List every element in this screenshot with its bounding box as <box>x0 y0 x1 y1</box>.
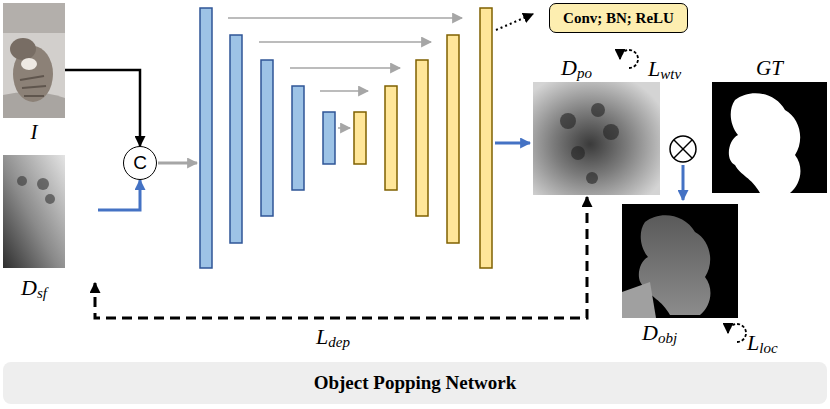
object-depth-image: Dobj <box>622 204 738 352</box>
encoder-layer <box>323 112 335 164</box>
loss-label: Lloc <box>747 330 778 361</box>
node-label: I <box>3 119 65 145</box>
multiply-symbol <box>674 140 692 158</box>
mask <box>729 93 801 193</box>
depth-map <box>3 155 65 268</box>
depth-map <box>586 172 598 184</box>
loss-label: Ldep <box>313 324 353 355</box>
photo-cat <box>20 76 44 80</box>
photo <box>3 3 65 118</box>
node-label: GT <box>712 55 827 81</box>
flow-arrow <box>495 142 530 145</box>
depth-map <box>17 176 27 186</box>
callout-arrow <box>496 14 533 30</box>
decoder-layer <box>447 35 459 243</box>
photo-cat <box>24 95 44 97</box>
decoder-layer <box>480 8 492 268</box>
encoder-layer <box>230 35 242 243</box>
photo-cat <box>10 38 36 60</box>
photo-sofa <box>3 92 65 118</box>
depth-map <box>37 178 49 190</box>
depth-map <box>560 113 576 129</box>
encoder-layer <box>261 60 273 216</box>
multiply-symbol <box>670 136 696 162</box>
depth-map <box>571 146 585 160</box>
skip-arrow <box>228 17 462 19</box>
callout-box: Conv; BN; ReLU <box>549 3 688 33</box>
ground-truth-mask: GT <box>712 55 827 193</box>
output-depth-image: Dpo <box>533 55 660 197</box>
depth-image: Dsf <box>3 155 98 283</box>
node-label: Dobj <box>642 320 738 351</box>
skip-arrow <box>320 90 368 92</box>
network-title: Object Popping Network <box>314 371 517 395</box>
decoder-layer <box>354 112 366 164</box>
decoder-layer <box>416 60 428 216</box>
loss-label: Lwtv <box>648 56 681 87</box>
flow-arrow <box>158 162 197 165</box>
node-label: Dsf <box>21 275 98 306</box>
title-band: Object Popping Network <box>3 362 827 404</box>
input-image: I <box>3 3 65 149</box>
mask <box>712 82 827 193</box>
depth-map <box>533 82 660 195</box>
node-label: C <box>133 152 147 174</box>
flow-arrow <box>682 165 685 200</box>
decoder-layer <box>385 86 397 190</box>
multiply-symbol <box>674 140 692 158</box>
skip-arrow <box>290 67 400 69</box>
depth-map <box>622 282 656 318</box>
depth-map <box>603 124 619 140</box>
node-label: Conv; BN; ReLU <box>563 9 674 27</box>
depth-map <box>591 103 605 117</box>
concat-circle: C <box>123 146 157 180</box>
encoder-layer <box>200 8 212 268</box>
photo-sofa <box>3 3 65 33</box>
photo-cat <box>22 86 46 88</box>
loss-loop <box>728 324 746 342</box>
depth-map <box>622 204 738 318</box>
loss-loop <box>620 50 638 68</box>
node-label: Dpo <box>561 55 660 86</box>
skip-arrow <box>338 127 350 129</box>
input-arrow <box>65 70 140 146</box>
encoder-layer <box>292 86 304 190</box>
photo-cat <box>21 58 37 70</box>
depth-map <box>45 194 55 204</box>
skip-arrow <box>259 41 431 43</box>
depth-input-arrow <box>98 180 140 210</box>
depth-loss-arrow <box>95 197 587 318</box>
